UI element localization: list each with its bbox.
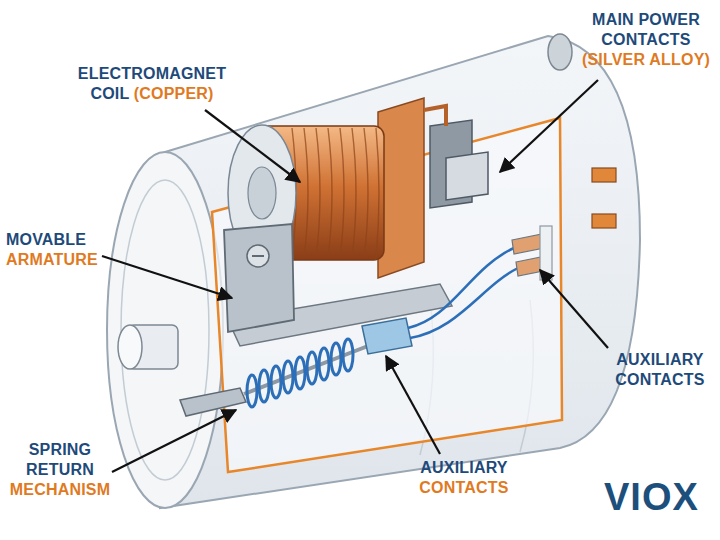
leader-line: [386, 356, 440, 454]
aux-block: [362, 318, 412, 354]
terminal: [592, 168, 616, 182]
part-label: AUXILIARY: [408, 458, 520, 478]
callout-label: AUXILIARY CONTACTS: [606, 350, 714, 390]
coil-bracket: [378, 98, 424, 278]
lever: [180, 388, 246, 416]
watermark: VIOX: [604, 476, 714, 518]
aux-contact: [512, 234, 544, 254]
wire: [408, 248, 514, 328]
part-label: CONTACTS: [408, 478, 520, 498]
part-label: MAIN POWER CONTACTS: [592, 11, 700, 48]
leader-line: [500, 80, 598, 172]
terminal: [592, 214, 616, 228]
part-label: ARMATURE: [6, 250, 102, 270]
part-label: (COPPER): [134, 85, 214, 102]
callout-label: SPRING RETURNMECHANISM: [6, 440, 114, 500]
top-knob: [548, 34, 572, 70]
housing: [160, 36, 640, 508]
leader-line: [112, 410, 236, 472]
callout-label: AUXILIARYCONTACTS: [408, 458, 520, 498]
return-spring: [247, 339, 353, 407]
housing-end: [107, 152, 223, 508]
leader-line: [205, 110, 300, 182]
main-contact-silver: [446, 152, 488, 200]
wire: [410, 268, 518, 338]
leader-line: [540, 270, 608, 348]
leader-line: [102, 256, 232, 298]
part-label: MECHANISM: [6, 480, 114, 500]
part-label: AUXILIARY CONTACTS: [615, 351, 704, 388]
logo-text: VIOX: [604, 476, 699, 518]
part-label: SPRING RETURN: [26, 441, 94, 478]
armature: [224, 224, 294, 332]
part-label: MOVABLE: [6, 230, 102, 250]
callout-label: ELECTROMAGNET COIL (COPPER): [62, 64, 242, 104]
part-label: (SILVER ALLOY): [578, 50, 714, 70]
callout-label: MAIN POWER CONTACTS(SILVER ALLOY): [578, 10, 714, 70]
callout-label: MOVABLEARMATURE: [6, 230, 102, 270]
